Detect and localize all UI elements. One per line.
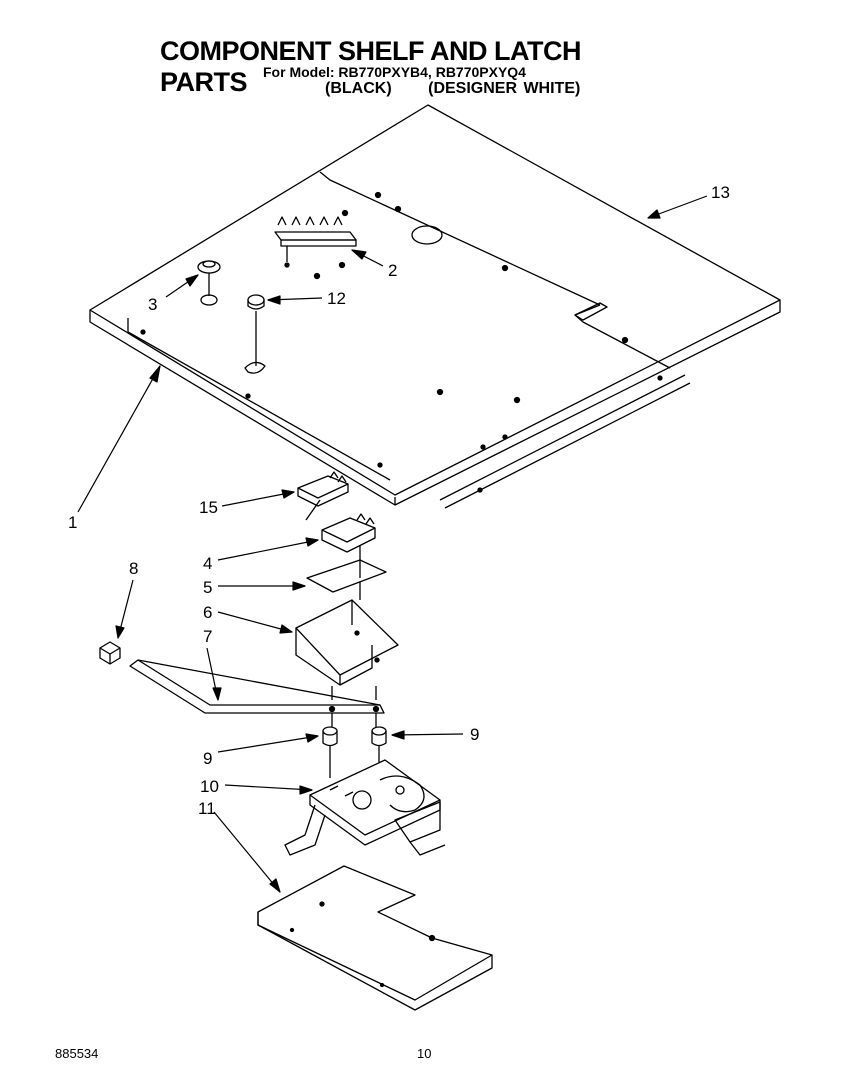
callout-6: 6	[203, 603, 212, 622]
page-title: COMPONENT SHELF AND LATCH PARTS	[160, 36, 581, 97]
variant-white-label: (DESIGNER WHITE)	[428, 80, 581, 97]
model-subtitle: For Model: RB770PXYB4, RB770PXYQ4	[263, 64, 526, 80]
leader-lines	[77, 195, 708, 893]
variant-black-label: (BLACK)	[325, 80, 392, 97]
callout-13: 13	[711, 183, 730, 202]
callout-8: 8	[129, 559, 138, 578]
callout-5: 5	[203, 578, 212, 597]
callout-12: 12	[327, 289, 346, 308]
part-15-switch	[297, 471, 349, 521]
part-7-latch-arm	[129, 659, 385, 727]
callout-11: 11	[198, 799, 216, 818]
callout-15: 15	[199, 498, 218, 517]
part-8-clip	[99, 641, 121, 665]
callout-4: 4	[203, 554, 212, 573]
part-11-cover-plate	[257, 865, 493, 1011]
part-4-switch	[321, 513, 376, 578]
component-shelf	[89, 104, 781, 509]
part-6-bracket	[295, 599, 399, 700]
part-3-grommet	[197, 260, 221, 296]
part-12-plug	[247, 294, 265, 366]
document-number: 885534	[55, 1046, 99, 1061]
part-10-latch-assembly	[284, 759, 446, 856]
callout-3: 3	[148, 295, 157, 314]
part-2-terminal-block	[274, 216, 357, 262]
part-9-spacers	[322, 726, 387, 778]
callout-9-left: 9	[203, 749, 212, 768]
callout-9-right: 9	[470, 725, 479, 744]
page-number: 10	[417, 1046, 432, 1061]
callout-1: 1	[68, 513, 77, 532]
callout-labels: 1 2 3 4 5 6 7 8 9 9 10 11 12 13 15	[68, 183, 730, 818]
callout-10: 10	[200, 777, 219, 796]
callout-7: 7	[203, 627, 212, 646]
variant-labels: (BLACK) (DESIGNER WHITE)	[325, 80, 580, 98]
callout-2: 2	[388, 261, 397, 280]
part-5-insulator	[306, 559, 387, 600]
